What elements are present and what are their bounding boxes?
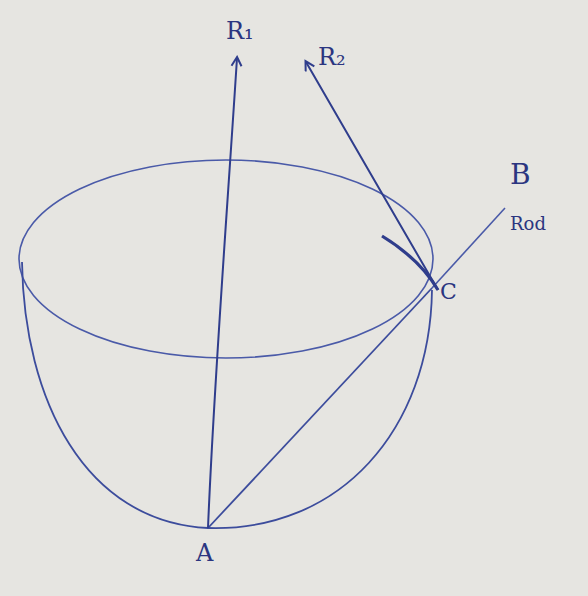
point-label: B xyxy=(510,160,531,191)
force-label: R₂ xyxy=(318,44,346,70)
bowl-rim xyxy=(19,160,433,358)
reaction-r1 xyxy=(208,58,237,528)
rod-line xyxy=(432,208,505,288)
chord-ac xyxy=(208,288,432,528)
rim-tangent xyxy=(382,236,438,290)
point-label: A xyxy=(196,540,213,566)
bowl-side xyxy=(22,262,432,528)
force-label: R₁ xyxy=(226,18,254,44)
part-name: Rod xyxy=(510,214,546,234)
point-label: C xyxy=(440,280,457,304)
reaction-r2 xyxy=(306,62,438,290)
